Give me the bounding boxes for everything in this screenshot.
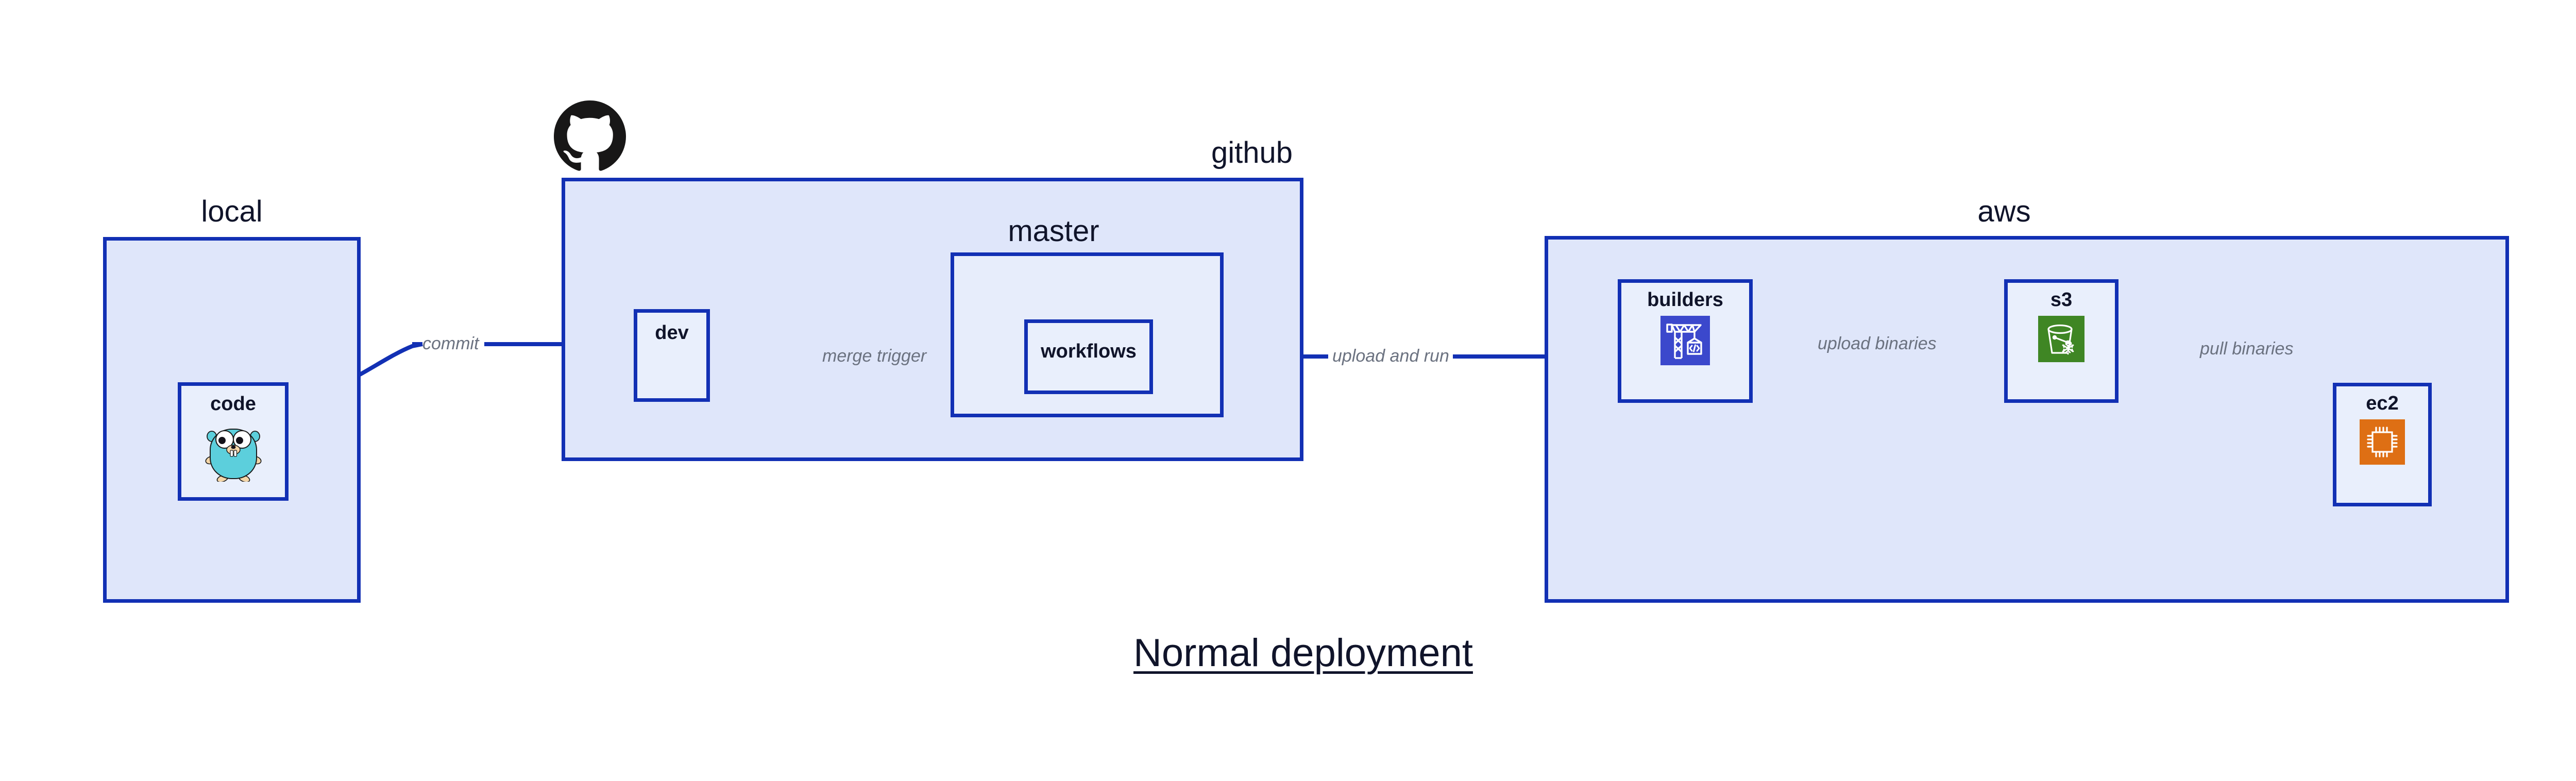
node-dev[interactable]: dev	[634, 309, 710, 402]
cluster-title-local: local	[201, 195, 263, 228]
edge-label-upload-binaries: upload binaries	[1818, 334, 1937, 353]
github-octocat-icon	[554, 100, 626, 175]
edge-label-commit: commit	[422, 334, 479, 353]
node-code[interactable]: code	[178, 382, 289, 501]
cluster-title-github: github	[1211, 136, 1293, 169]
node-label-dev: dev	[655, 322, 689, 344]
node-builders[interactable]: builders	[1618, 279, 1753, 403]
aws-codebuild-icon	[1660, 316, 1710, 368]
cluster-title-aws: aws	[1977, 195, 2031, 228]
go-gopher-icon	[205, 421, 262, 484]
edge-label-merge-trigger: merge trigger	[822, 346, 927, 366]
node-s3[interactable]: s3	[2004, 279, 2119, 403]
node-label-code: code	[210, 393, 256, 415]
edge-label-pull-binaries: pull binaries	[2200, 339, 2294, 359]
edge-label-upload-and-run: upload and run	[1332, 346, 1449, 366]
subcluster-title-master: master	[1008, 214, 1099, 248]
aws-s3-glacier-icon	[2038, 316, 2084, 365]
node-label-workflows: workflows	[1041, 341, 1137, 362]
diagram-caption: Normal deployment	[1133, 631, 1473, 675]
node-label-builders: builders	[1647, 289, 1723, 311]
node-ec2[interactable]: ec2	[2333, 383, 2432, 506]
node-workflows[interactable]: workflows	[1024, 319, 1153, 394]
node-label-s3: s3	[2050, 289, 2073, 311]
aws-ec2-icon	[2360, 419, 2405, 467]
node-label-ec2: ec2	[2366, 393, 2399, 414]
